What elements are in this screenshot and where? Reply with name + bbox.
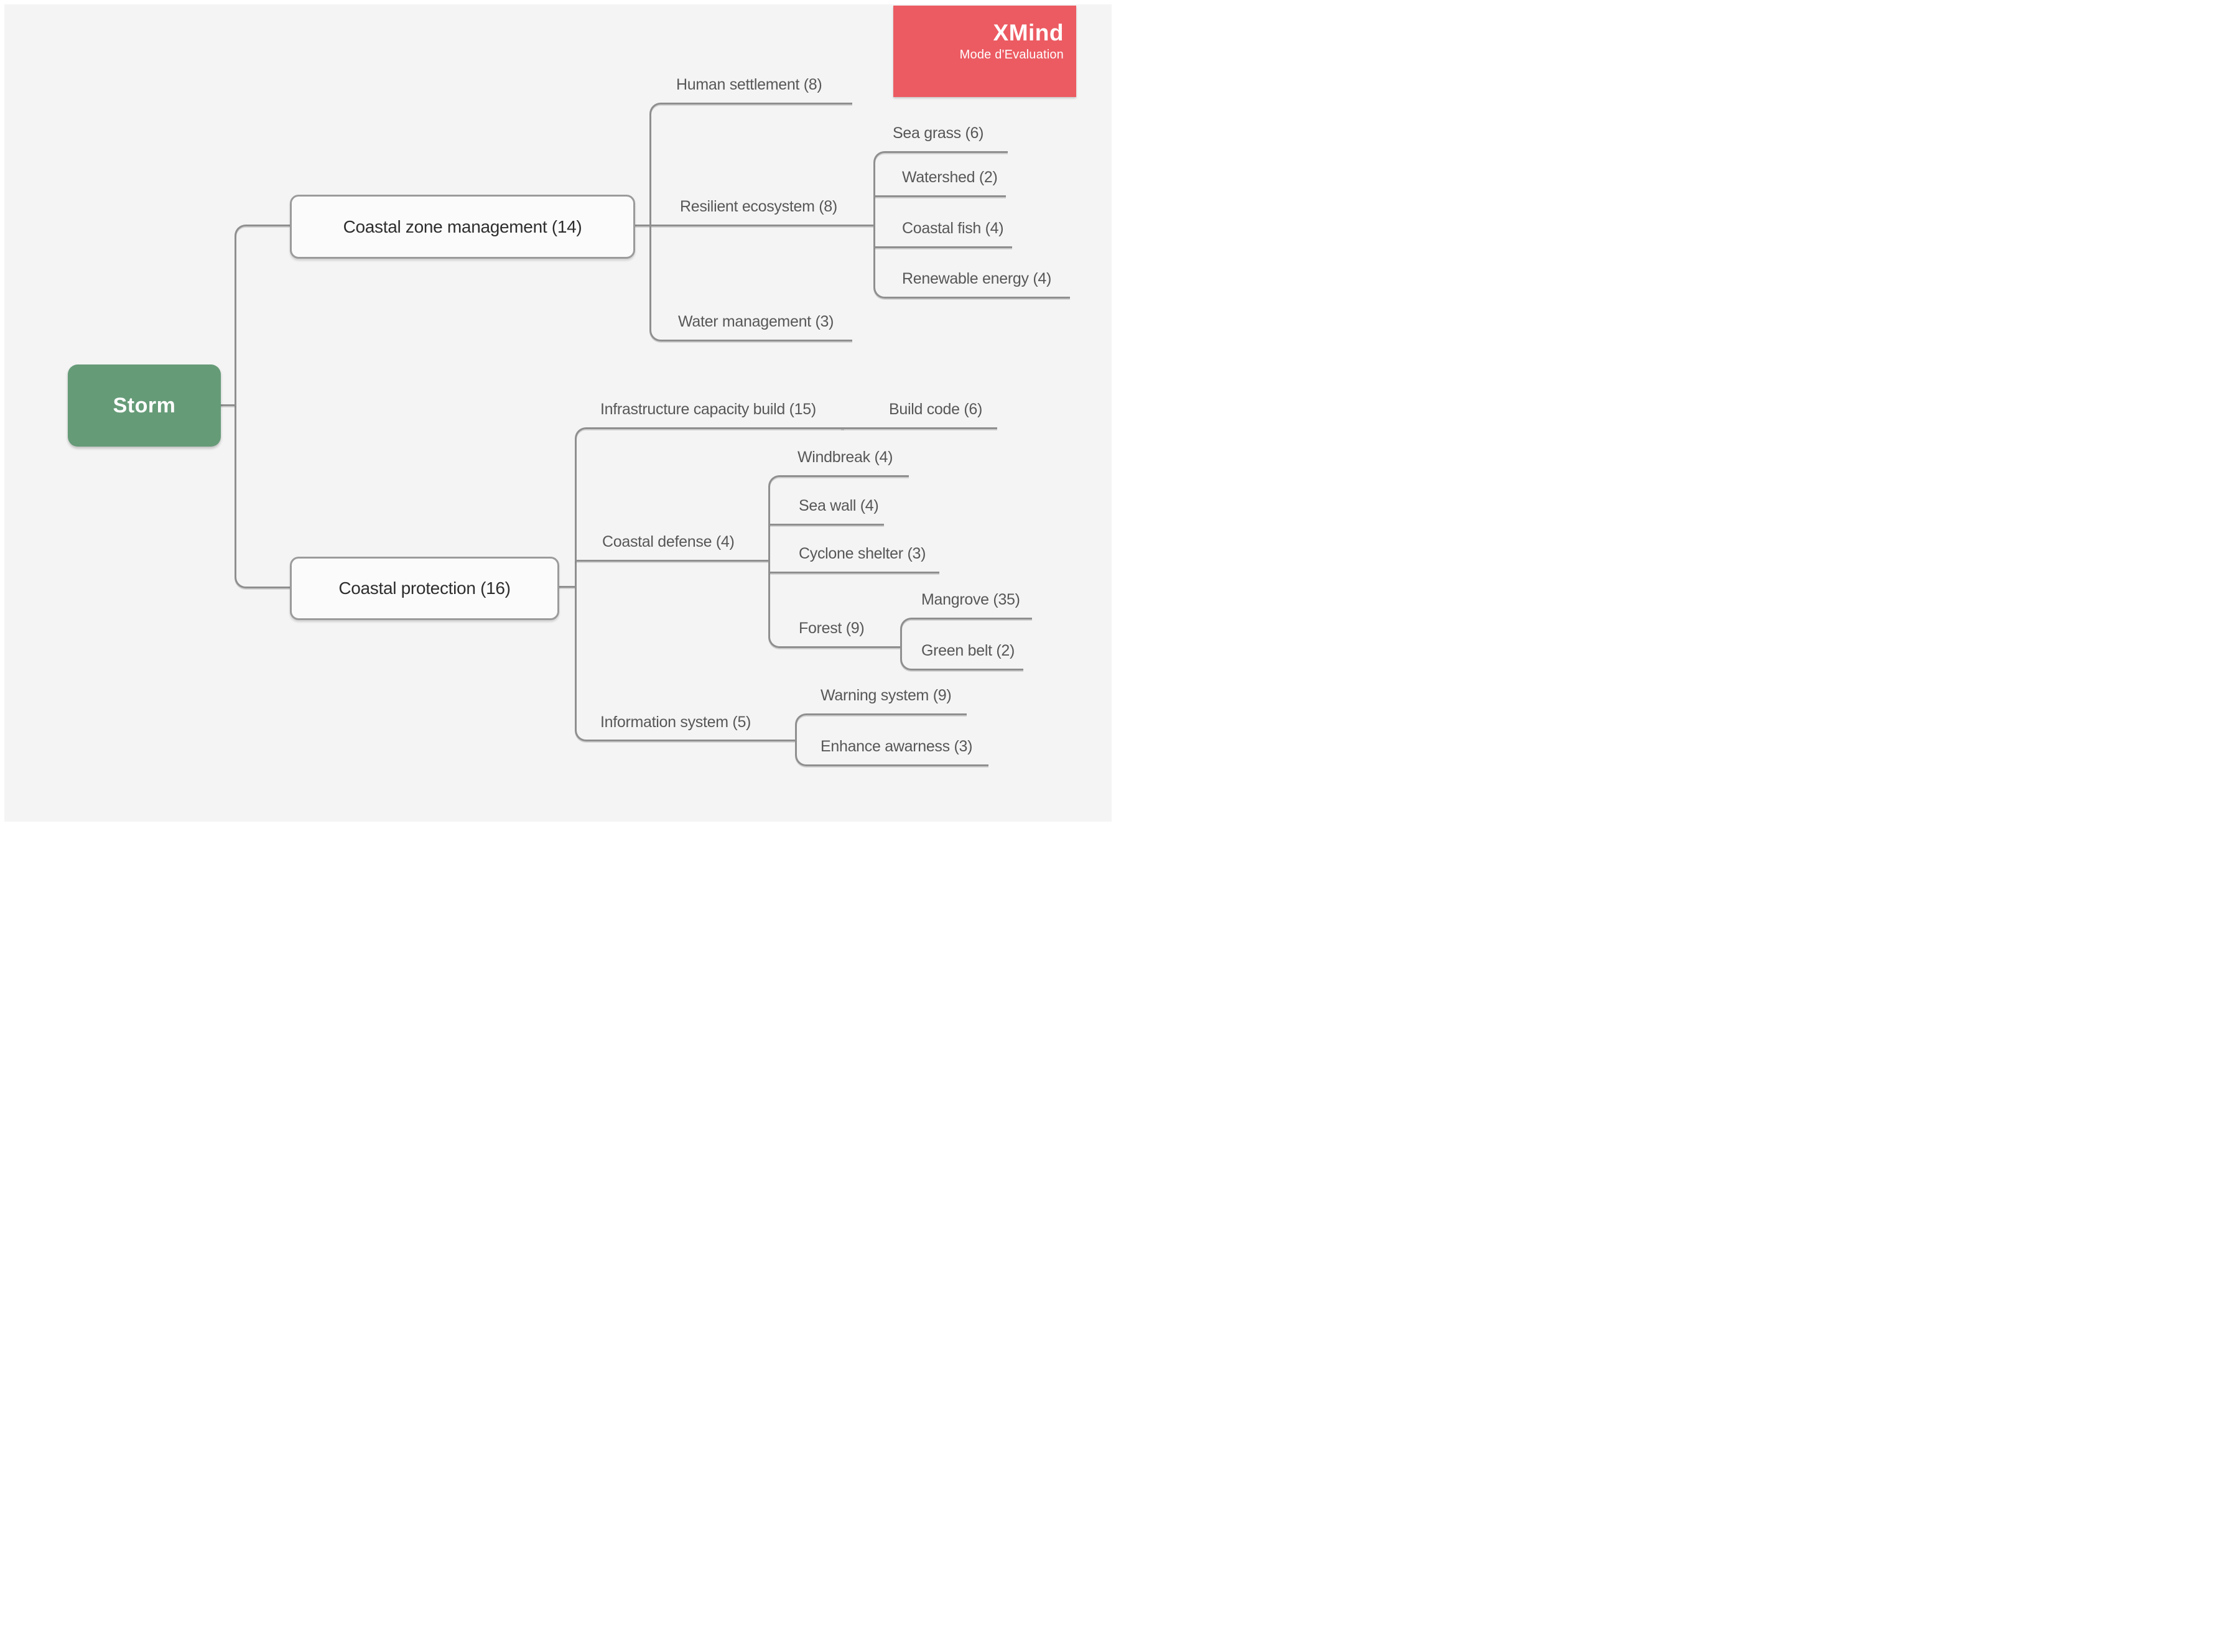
topic-mangrove[interactable]: Mangrove (35) [921, 591, 1020, 608]
underline-coastal-defense [575, 560, 770, 562]
underline-green-belt [900, 646, 1023, 671]
topic-build-code[interactable]: Build code (6) [889, 401, 983, 418]
topic-sea-wall[interactable]: Sea wall (4) [799, 497, 879, 514]
topic-coastal-defense[interactable]: Coastal defense (4) [602, 533, 735, 550]
underline-renewable-energy [873, 226, 1070, 299]
xmind-evaluation-watermark: XMind Mode d'Evaluation [893, 6, 1076, 97]
topic-windbreak[interactable]: Windbreak (4) [797, 448, 893, 466]
root-topic-storm[interactable]: Storm [68, 364, 221, 447]
connector-branch2-stub [557, 586, 576, 588]
topic-coastal-zone-management[interactable]: Coastal zone management (14) [290, 195, 635, 259]
topic-human-settlement[interactable]: Human settlement (8) [676, 76, 822, 93]
underline-cyclone-shelter [770, 572, 939, 573]
topic-coastal-zone-management-label: Coastal zone management (14) [343, 216, 582, 236]
topic-coastal-fish[interactable]: Coastal fish (4) [902, 220, 1004, 237]
underline-human-settlement [649, 103, 852, 226]
connector-root-to-branch1 [235, 225, 291, 406]
underline-resilient-ecosystem [633, 225, 873, 226]
topic-forest[interactable]: Forest (9) [799, 620, 865, 637]
root-topic-storm-label: Storm [113, 393, 176, 417]
topic-warning-system[interactable]: Warning system (9) [821, 687, 952, 704]
underline-warning-system [795, 713, 967, 742]
topic-water-management[interactable]: Water management (3) [678, 313, 834, 330]
underline-mangrove [900, 618, 1032, 648]
underline-coastal-fish [875, 246, 1012, 248]
topic-cyclone-shelter[interactable]: Cyclone shelter (3) [799, 545, 926, 562]
topic-information-system[interactable]: Information system (5) [600, 713, 751, 731]
topic-green-belt[interactable]: Green belt (2) [921, 642, 1015, 659]
topic-coastal-protection-label: Coastal protection (16) [338, 578, 511, 598]
underline-watershed [875, 195, 1006, 197]
underline-information-system [575, 587, 797, 741]
topic-renewable-energy[interactable]: Renewable energy (4) [902, 270, 1051, 287]
topic-infrastructure-capacity-build[interactable]: Infrastructure capacity build (15) [600, 401, 816, 418]
connector-root-stub [219, 404, 236, 406]
evaluation-mode-text: Mode d'Evaluation [959, 48, 1064, 62]
underline-sea-grass [873, 151, 1008, 226]
topic-resilient-ecosystem[interactable]: Resilient ecosystem (8) [680, 198, 837, 215]
xmind-logo-text: XMind [993, 20, 1064, 45]
connector-root-to-branch2 [235, 404, 291, 588]
topic-enhance-awarness[interactable]: Enhance awarness (3) [821, 738, 973, 755]
underline-windbreak [768, 475, 909, 562]
underline-forest [768, 562, 902, 648]
topic-coastal-protection[interactable]: Coastal protection (16) [290, 557, 559, 620]
topic-watershed[interactable]: Watershed (2) [902, 169, 998, 186]
underline-water-management [649, 226, 852, 341]
underline-sea-wall [770, 524, 884, 526]
mindmap-canvas: Storm Coastal zone management (14) Coast… [4, 4, 1112, 822]
underline-build-code [841, 427, 997, 429]
topic-sea-grass[interactable]: Sea grass (6) [893, 124, 984, 142]
underline-infrastructure [575, 427, 844, 588]
underline-enhance-awarness [795, 740, 988, 766]
